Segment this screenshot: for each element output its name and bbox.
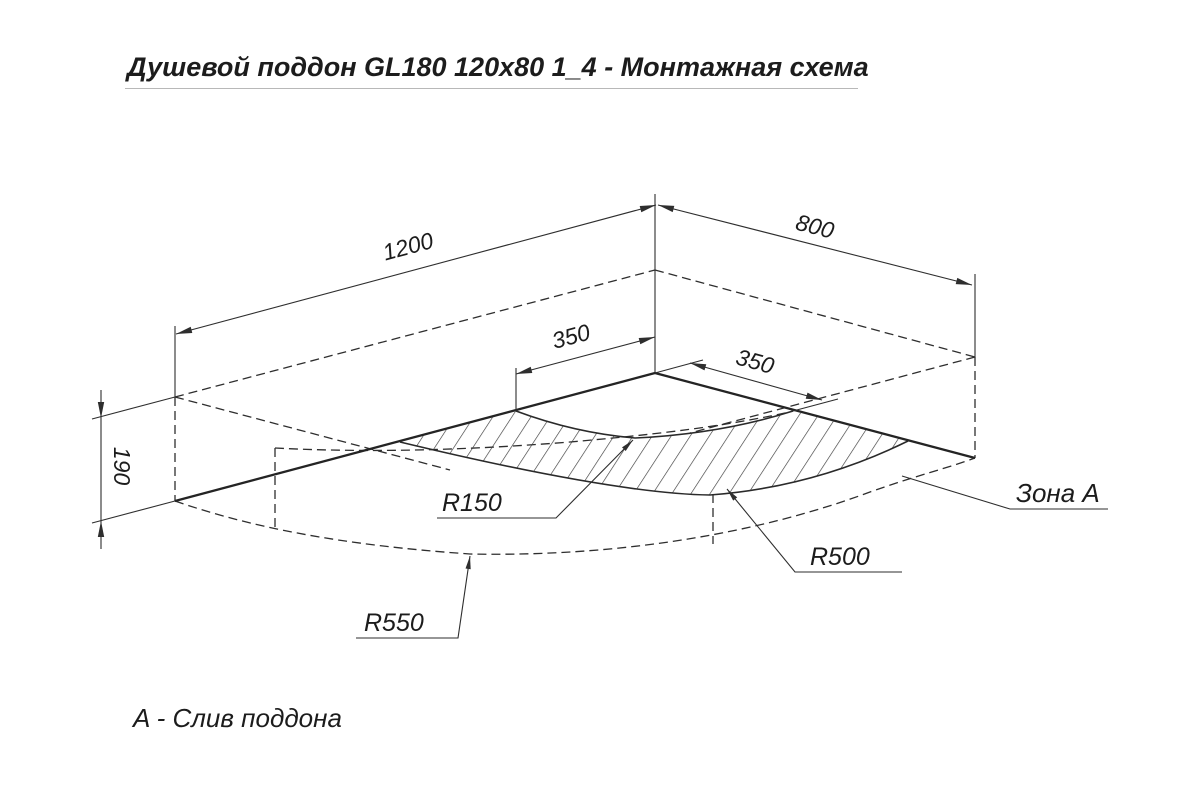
- rim-far-edge-left: [174, 396, 451, 471]
- arrow-190-top: [97, 402, 105, 418]
- rim-edge-left: [174, 269, 656, 398]
- arrow-190-bottom: [97, 521, 105, 537]
- dimension-lines: [100, 204, 973, 549]
- drawing-title: Душевой поддон GL180 120x80 1_4 - Монтаж…: [127, 52, 869, 82]
- rim-far-edge-right: [689, 356, 976, 434]
- arrow-350r-left: [690, 363, 707, 371]
- arrow-800-right: [955, 277, 972, 285]
- arrow-r550: [465, 556, 471, 570]
- leader-arrows: [465, 440, 738, 570]
- ext-right350-b: [792, 398, 839, 412]
- hidden-edges: [174, 269, 976, 555]
- label-radius-r550: R550: [364, 609, 424, 637]
- ext-height-top: [91, 396, 176, 420]
- label-radius-r500: R500: [810, 543, 870, 571]
- drain-zone-a: [399, 410, 909, 496]
- rim-edge-right: [654, 269, 976, 358]
- arrow-1200-right: [639, 205, 656, 213]
- arrow-350l-right: [638, 337, 655, 345]
- legend-note: A - Слив поддона: [133, 703, 342, 733]
- bottom-edge-right: [654, 371, 976, 460]
- drain-inner-curve-r150: [515, 410, 794, 439]
- radius-labels: R150 R500 R550 Зона A: [364, 478, 1100, 637]
- arrow-r150: [622, 440, 633, 451]
- ext-right350-a: [654, 359, 704, 374]
- label-radius-r150: R150: [442, 489, 502, 517]
- leader-r500: [726, 488, 902, 573]
- arrow-350r-right: [805, 392, 822, 400]
- dim-line-800: [657, 204, 973, 286]
- label-offset-350-right: 350: [733, 344, 777, 379]
- label-zone-a: Зона A: [1016, 478, 1100, 508]
- leader-r150: [437, 439, 634, 519]
- arrow-800-left: [658, 205, 675, 213]
- label-offset-350-left: 350: [549, 319, 593, 354]
- arrow-350l-left: [516, 366, 533, 374]
- arrow-r500: [727, 489, 738, 501]
- dimension-arrows: [97, 205, 972, 537]
- leader-lines: [356, 439, 1108, 639]
- extension-lines: [91, 194, 976, 524]
- label-height-190: 190: [109, 447, 135, 486]
- label-width-800: 800: [793, 209, 837, 244]
- dim-line-350-right: [689, 362, 823, 401]
- label-length-1200: 1200: [380, 227, 436, 265]
- drain-zone-hatch: [400, 411, 908, 495]
- ext-height-bottom: [91, 500, 176, 524]
- leader-zone-a: [901, 475, 1108, 510]
- leader-r550: [356, 555, 471, 639]
- arrow-1200-left: [176, 326, 193, 334]
- dim-line-1200: [175, 204, 657, 335]
- outer-front-curve-r550: [174, 457, 976, 555]
- dim-line-350-left: [515, 336, 656, 375]
- tray-bottom-edges: [174, 371, 976, 503]
- drain-outer-curve-r500: [399, 440, 909, 496]
- bottom-edge-left: [174, 371, 656, 503]
- title-underline: [125, 88, 858, 89]
